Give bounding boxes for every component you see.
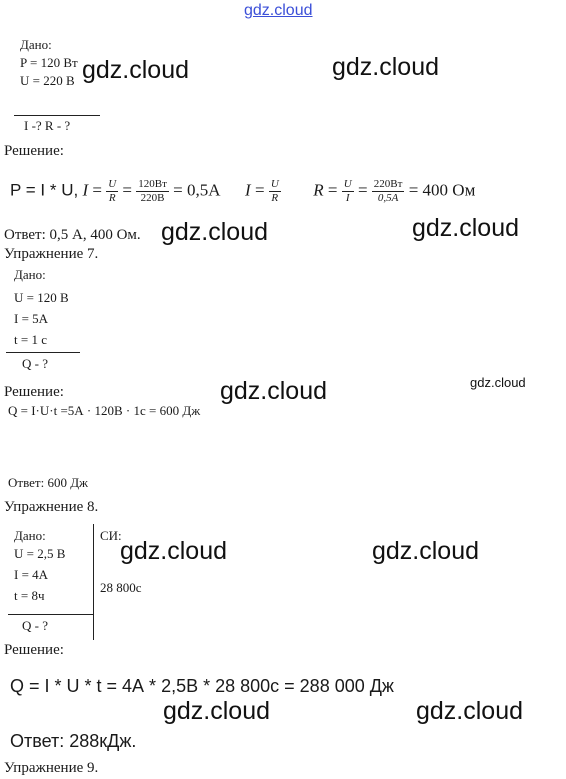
watermark: gdz.cloud [332, 53, 440, 81]
given-divider [6, 352, 80, 353]
solution-label: Решение: [4, 642, 64, 658]
si-value: 28 800с [100, 580, 142, 595]
formula-result: = 0,5А [173, 180, 221, 200]
formula: Q = I * U * t = 4А * 2,5В * 28 800с = 28… [10, 676, 394, 696]
given-line: I = 4А [14, 567, 49, 582]
solution-label: Решение: [4, 384, 64, 400]
answer: Ответ: 288кДж. [10, 731, 137, 751]
watermark: gdz.cloud [161, 218, 269, 246]
exercise-heading: Упражнение 7. [4, 246, 99, 262]
exercise-heading: Упражнение 8. [4, 499, 99, 515]
watermark: gdz.cloud [372, 537, 480, 565]
exercise-heading: Упражнение 9. [4, 760, 99, 776]
answer: Ответ: 0,5 А, 400 Ом. [4, 227, 141, 243]
formula-var: R [313, 180, 324, 200]
given-title: Дано: [14, 267, 46, 282]
formula-var: I [82, 180, 89, 200]
watermark: gdz.cloud [82, 56, 190, 84]
watermark: gdz.cloud [120, 537, 228, 565]
watermark: gdz.cloud [163, 697, 271, 725]
watermark: gdz.cloud [470, 375, 526, 390]
si-divider [93, 524, 94, 640]
formula: Q = I·U·t =5А · 120В · 1с = 600 Дж [8, 403, 201, 418]
given-line: P = 120 Вт [20, 55, 78, 70]
given-line: U = 120 В [14, 290, 69, 305]
given-title: Дано: [14, 528, 46, 543]
solution-label: Решение: [4, 143, 64, 159]
find-line: Q - ? [22, 618, 48, 633]
si-title: СИ: [100, 528, 122, 543]
given-line: t = 1 с [14, 332, 47, 347]
given-line: U = 220 В [20, 73, 75, 88]
given-block: Дано: U = 120 В I = 5А t = 1 с [14, 266, 69, 349]
given-block: Дано: U = 2,5 В I = 4А t = 8ч [14, 527, 65, 605]
given-line: U = 2,5 В [14, 546, 66, 561]
given-divider [14, 115, 100, 116]
answer: Ответ: 600 Дж [8, 475, 89, 490]
given-line: t = 8ч [14, 588, 45, 603]
watermark: gdz.cloud [220, 377, 328, 405]
given-line: I = 5А [14, 311, 49, 326]
watermark: gdz.cloud [416, 697, 524, 725]
given-title: Дано: [20, 37, 52, 52]
given-block: Дано: P = 120 Вт U = 220 В [20, 36, 78, 90]
watermark-link[interactable]: gdz.cloud [244, 2, 313, 19]
formula-result: = 400 Ом [408, 180, 476, 200]
formula-var: I [245, 180, 251, 200]
formula-power: P = I * U, [10, 180, 79, 200]
given-divider [8, 614, 94, 615]
find-line: I -? R - ? [24, 118, 71, 133]
watermark: gdz.cloud [412, 214, 520, 242]
find-line: Q - ? [22, 356, 48, 371]
